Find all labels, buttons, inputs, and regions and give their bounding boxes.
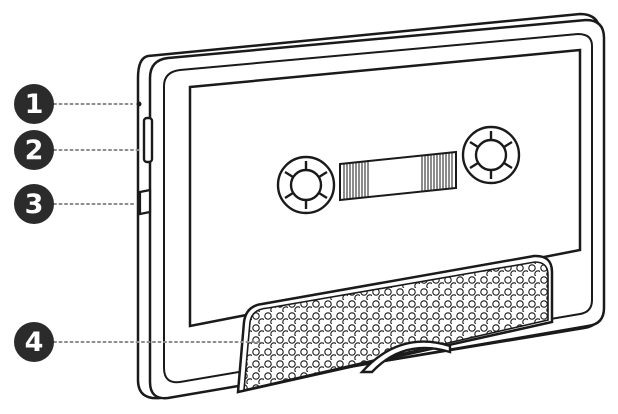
callout-badge-1: 1 [14,84,54,124]
speaker-grille-inner [243,261,549,392]
speaker-arch [359,340,452,374]
front-bevel [163,32,593,384]
side-port [138,188,152,216]
tape-window [339,150,457,202]
callout-badge-4: 4 [14,322,54,362]
top-side-hole [136,101,142,107]
tape-window-ribbing [343,152,453,200]
side-button [142,116,154,164]
callout-badge-2: 2 [14,130,54,170]
callout-badge-3: 3 [14,184,54,224]
left-reel [276,155,336,215]
right-reel [461,125,521,185]
